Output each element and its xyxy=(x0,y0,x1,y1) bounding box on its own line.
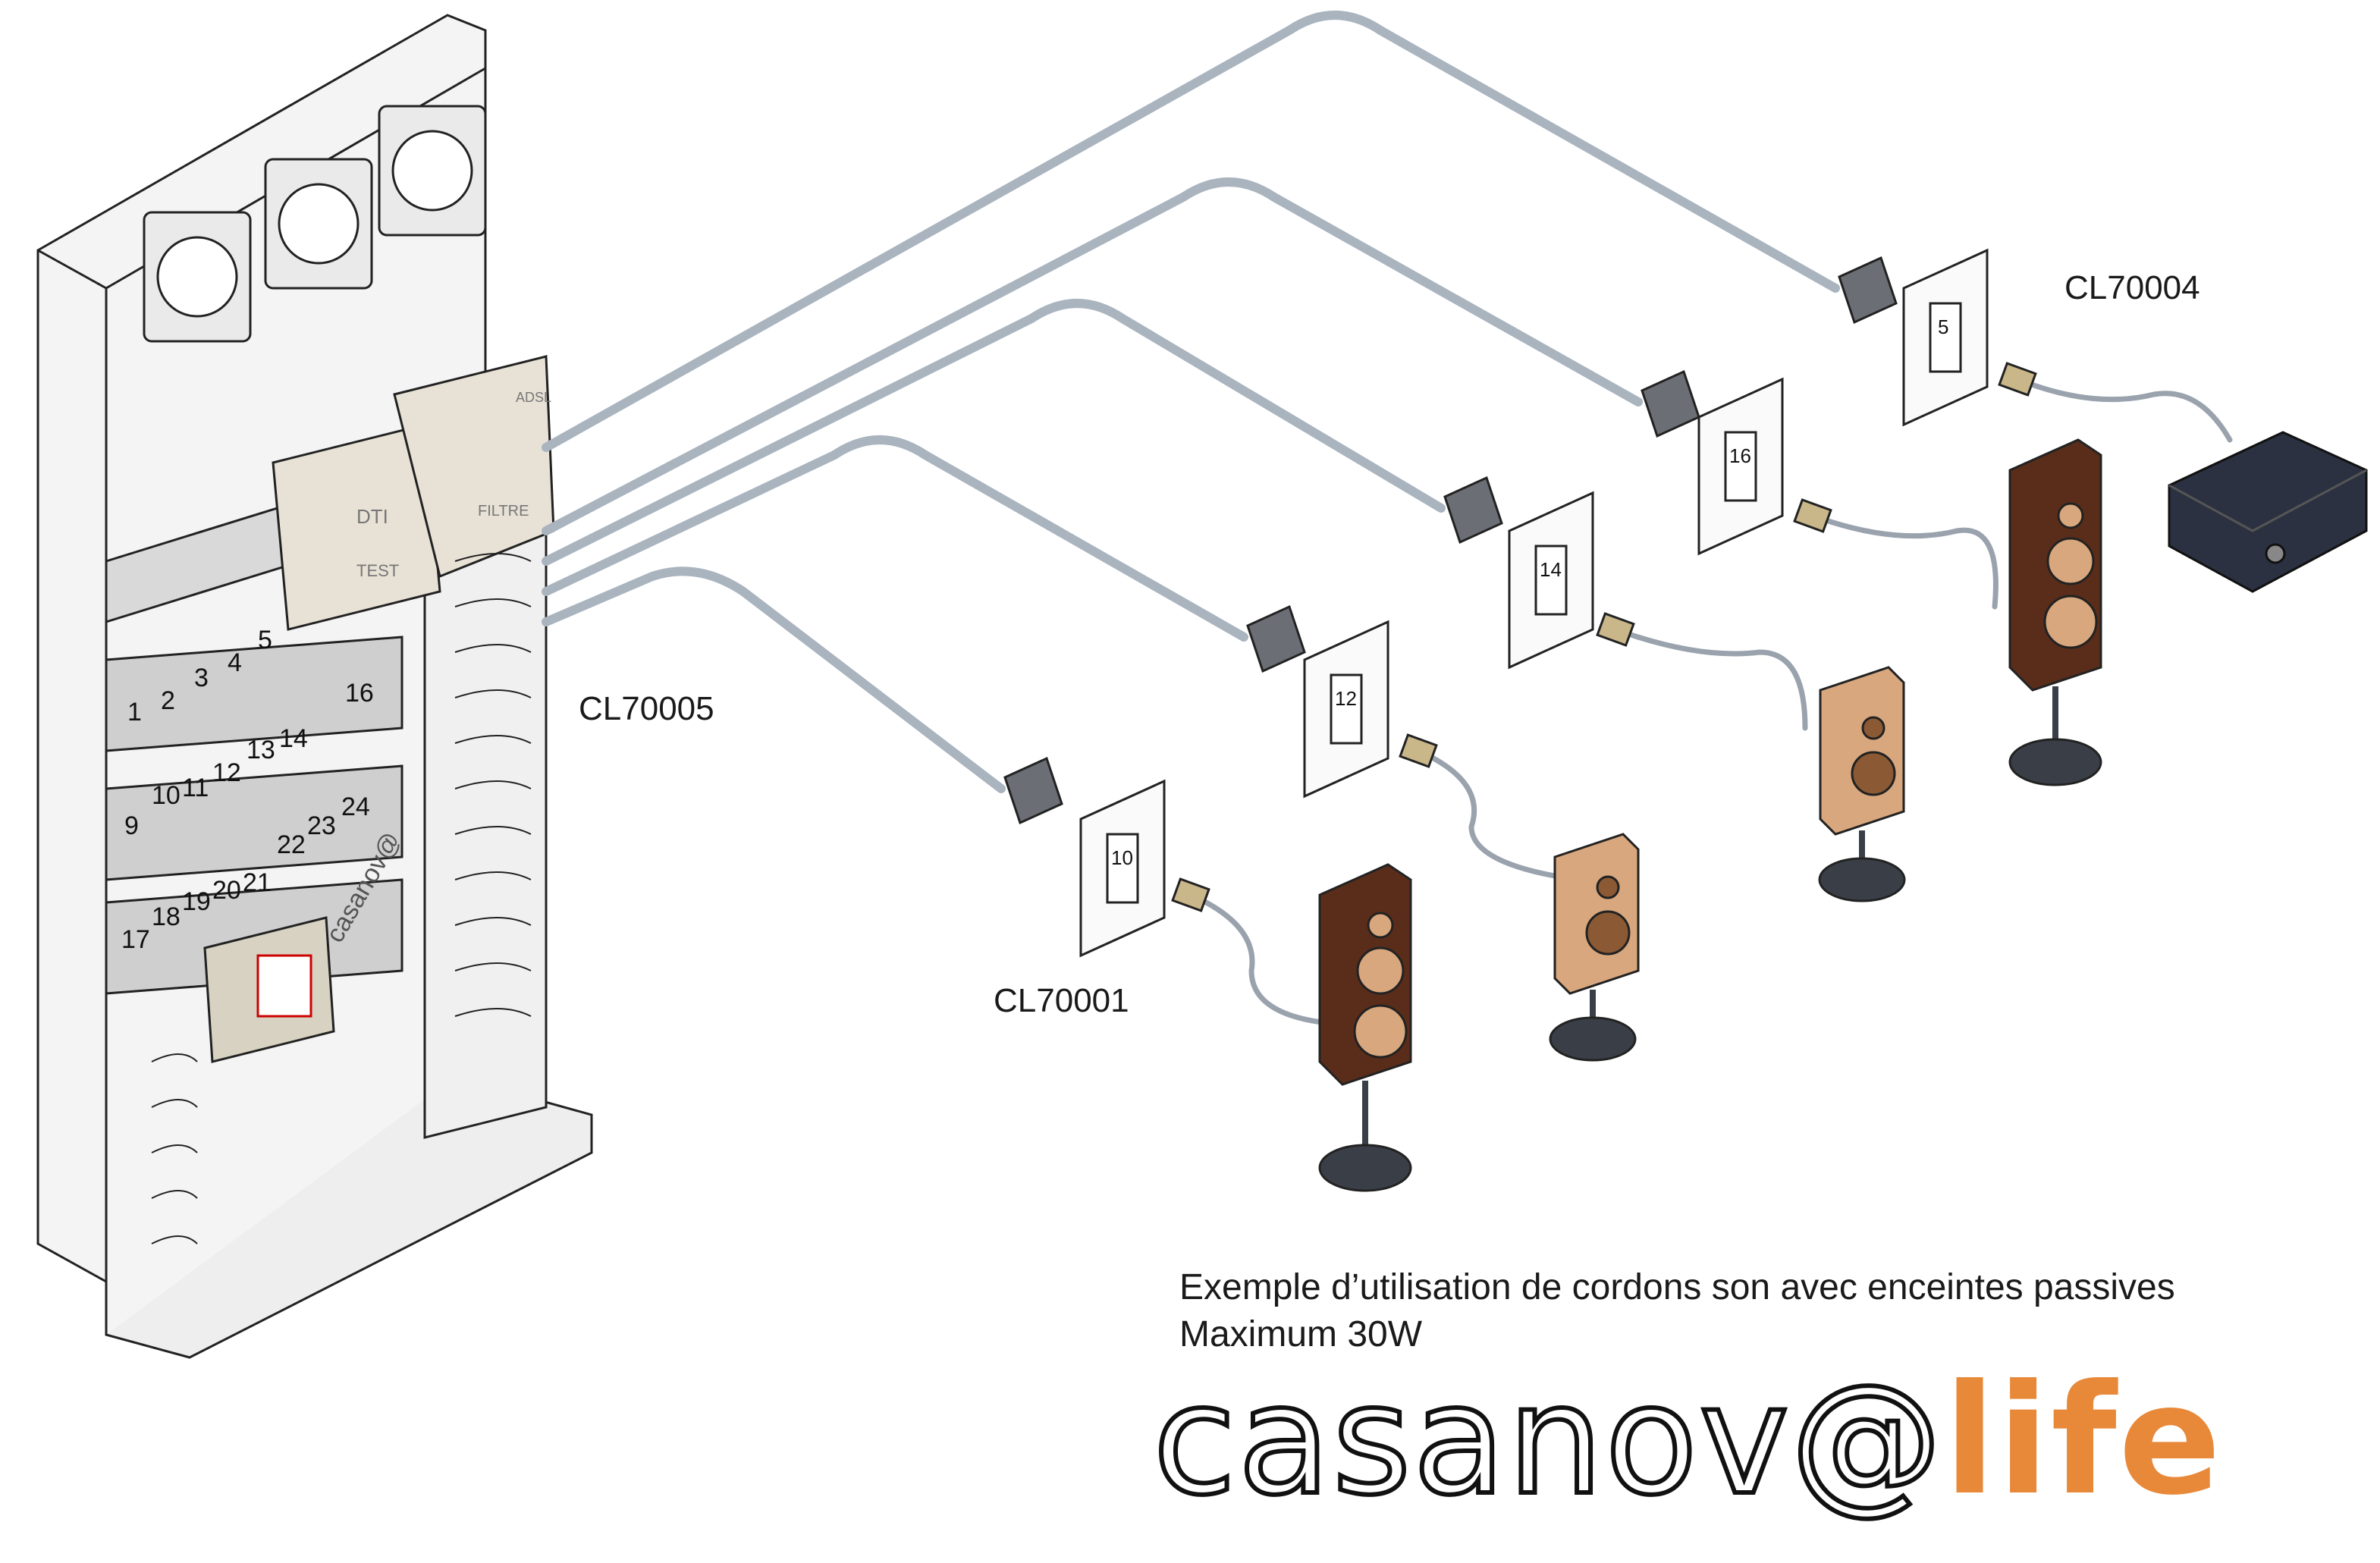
reference-cl70004: CL70004 xyxy=(2064,269,2200,306)
port-number: 11 xyxy=(182,774,209,802)
port-number: 4 xyxy=(228,648,242,677)
coax-splitter xyxy=(203,916,335,1063)
speaker-medium-right xyxy=(1818,666,1906,902)
keystone-port-5 xyxy=(1838,256,1898,325)
port-number: 21 xyxy=(243,868,272,897)
port-number: 14 xyxy=(279,724,308,753)
port-number: 16 xyxy=(345,679,374,708)
network-cables xyxy=(542,11,1840,793)
cable-to-port-16 xyxy=(542,177,1643,535)
port-number: 18 xyxy=(152,902,181,931)
port-number: 2 xyxy=(161,686,175,715)
reference-cl70001: CL70001 xyxy=(994,982,1129,1019)
port-number: 1 xyxy=(127,698,142,727)
rj45-keystones xyxy=(1003,256,1898,825)
cable-to-port-10 xyxy=(542,567,1006,793)
wall-plate-12: 12 xyxy=(1303,620,1389,799)
speaker-large-left xyxy=(1318,863,1412,1192)
reference-cl70005: CL70005 xyxy=(579,690,714,727)
port-number: 19 xyxy=(182,887,211,916)
speaker-medium-left xyxy=(1549,833,1640,1062)
port-number: 9 xyxy=(124,811,139,840)
port-number: 20 xyxy=(212,876,241,905)
wall-plate-number: 12 xyxy=(1335,687,1357,710)
dti-module: DTI TEST xyxy=(272,423,441,631)
wall-plate-16: 16 xyxy=(1697,377,1784,556)
rj45-plugs xyxy=(1171,362,2037,912)
port-number: 5 xyxy=(258,626,272,654)
amplifier xyxy=(2168,431,2368,593)
wall-plate-number: 14 xyxy=(1540,558,1562,581)
sound-cords xyxy=(1188,376,2233,1027)
dti-label: DTI xyxy=(356,505,388,528)
caption-line2: Maximum 30W xyxy=(1179,1314,1423,1354)
cable-comb xyxy=(151,553,532,1244)
power-sockets xyxy=(143,105,487,343)
adsl-label: ADSL xyxy=(516,390,551,405)
keystone-port-12 xyxy=(1246,604,1306,673)
keystone-port-10 xyxy=(1003,756,1063,825)
speaker-large-right xyxy=(2008,438,2102,786)
filtre-label: FILTRE xyxy=(478,503,529,519)
port-number: 24 xyxy=(341,792,370,821)
wall-plate-number: 5 xyxy=(1938,315,1948,338)
port-number: 13 xyxy=(246,736,275,764)
port-number: 22 xyxy=(277,830,306,859)
wall-plate-10: 10 xyxy=(1079,779,1166,958)
brand-logo: casanov@life xyxy=(1151,1355,2223,1527)
cable-to-port-12 xyxy=(542,435,1248,642)
caption-line1: Exemple d’utilisation de cordons son ave… xyxy=(1179,1267,2175,1307)
wall-plate-number: 10 xyxy=(1111,846,1133,869)
port-number: 17 xyxy=(121,925,150,954)
wall-plates: 5 16 14 12 10 xyxy=(1079,248,1989,958)
port-number: 12 xyxy=(212,758,241,787)
brand-logo-part2: life xyxy=(1943,1352,2223,1529)
keystone-port-14 xyxy=(1443,475,1503,545)
wall-plate-5: 5 xyxy=(1902,248,1989,427)
keystone-port-16 xyxy=(1641,369,1700,438)
port-number: 10 xyxy=(152,781,181,810)
wall-plate-number: 16 xyxy=(1729,444,1751,467)
brand-logo-part1: casanov@ xyxy=(1151,1352,1945,1529)
port-number: 3 xyxy=(194,664,209,692)
cable-to-port-5 xyxy=(542,11,1840,452)
cable-to-port-14 xyxy=(542,299,1446,566)
wall-plate-14: 14 xyxy=(1508,491,1594,670)
test-label: TEST xyxy=(356,561,399,580)
port-number: 23 xyxy=(307,811,336,840)
